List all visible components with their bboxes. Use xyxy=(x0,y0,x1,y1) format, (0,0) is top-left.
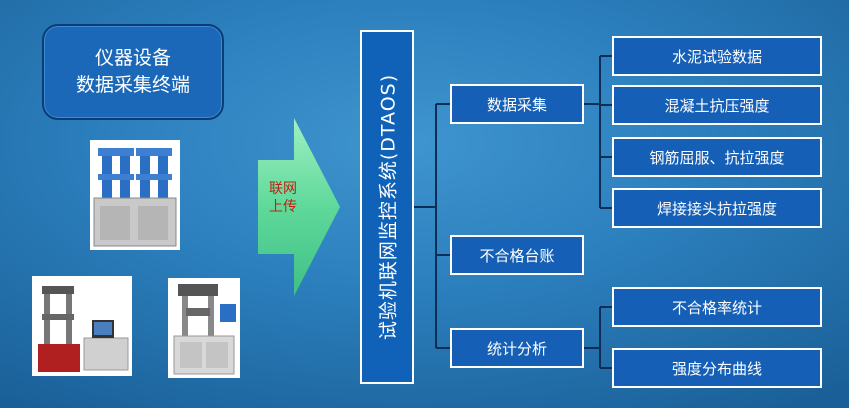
testing-machine-photo xyxy=(168,278,240,378)
terminal-title-line2: 数据采集终端 xyxy=(75,74,190,96)
module-nonconforming-ledger: 不合格台账 xyxy=(450,235,584,275)
item-label: 水泥试验数据 xyxy=(671,47,762,66)
testing-machine-photo xyxy=(32,276,132,376)
item-concrete-compressive-strength: 混凝土抗压强度 xyxy=(612,85,822,125)
item-cement-test-data: 水泥试验数据 xyxy=(612,36,822,76)
module-label: 统计分析 xyxy=(486,339,547,358)
system-label: 试验机联网监控系统(DTAOS) xyxy=(377,73,400,341)
item-label: 混凝土抗压强度 xyxy=(664,96,770,115)
item-label: 焊接接头抗拉强度 xyxy=(656,199,777,218)
item-label: 强度分布曲线 xyxy=(671,359,762,378)
item-rebar-yield-tensile-strength: 钢筋屈服、抗拉强度 xyxy=(612,137,822,177)
upload-label: 联网 上传 xyxy=(262,180,304,216)
module-data-collection: 数据采集 xyxy=(450,84,584,124)
module-statistical-analysis: 统计分析 xyxy=(450,328,584,368)
item-label: 不合格率统计 xyxy=(671,298,762,317)
upload-arrow-icon xyxy=(258,118,340,296)
item-label: 钢筋屈服、抗拉强度 xyxy=(649,148,785,167)
module-label: 不合格台账 xyxy=(479,246,555,265)
module-label: 数据采集 xyxy=(486,95,547,114)
testing-machine-photo xyxy=(90,140,180,250)
upload-label-line2: 上传 xyxy=(269,199,297,215)
item-nonconformity-rate-stats: 不合格率统计 xyxy=(612,287,822,327)
item-strength-distribution-curve: 强度分布曲线 xyxy=(612,348,822,388)
system-box: 试验机联网监控系统(DTAOS) xyxy=(360,30,414,384)
upload-label-line1: 联网 xyxy=(269,181,297,197)
data-terminal-box: 仪器设备 数据采集终端 xyxy=(42,24,224,120)
terminal-title-line1: 仪器设备 xyxy=(94,47,171,69)
item-weld-joint-tensile-strength: 焊接接头抗拉强度 xyxy=(612,188,822,228)
